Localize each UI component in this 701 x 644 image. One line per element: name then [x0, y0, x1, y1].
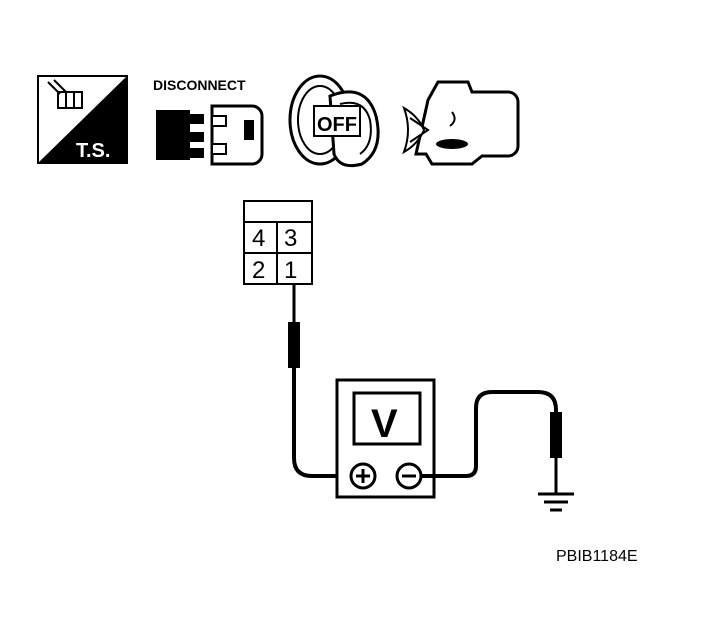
- ignition-off-icon: OFF: [288, 74, 380, 168]
- disconnect-icon: DISCONNECT: [153, 77, 264, 166]
- pin-1-label: 1: [284, 257, 297, 284]
- engine-icon: [402, 80, 520, 166]
- pin-3-label: 3: [284, 225, 297, 252]
- connector: 4 3 2 1: [243, 200, 313, 285]
- ground-icon: [538, 492, 574, 512]
- figure-code: PBIB1184E: [556, 548, 638, 565]
- negative-test-lead: [421, 390, 562, 494]
- pin-2-label: 2: [252, 257, 265, 284]
- ts-icon: T.S.: [37, 75, 128, 164]
- meter-label: V: [371, 402, 398, 446]
- pin-4-label: 4: [252, 225, 265, 252]
- ts-label: T.S.: [76, 140, 110, 162]
- positive-test-lead: [288, 284, 352, 478]
- voltmeter: V: [335, 378, 436, 499]
- disconnect-label: DISCONNECT: [153, 77, 246, 93]
- ignition-label: OFF: [317, 114, 357, 136]
